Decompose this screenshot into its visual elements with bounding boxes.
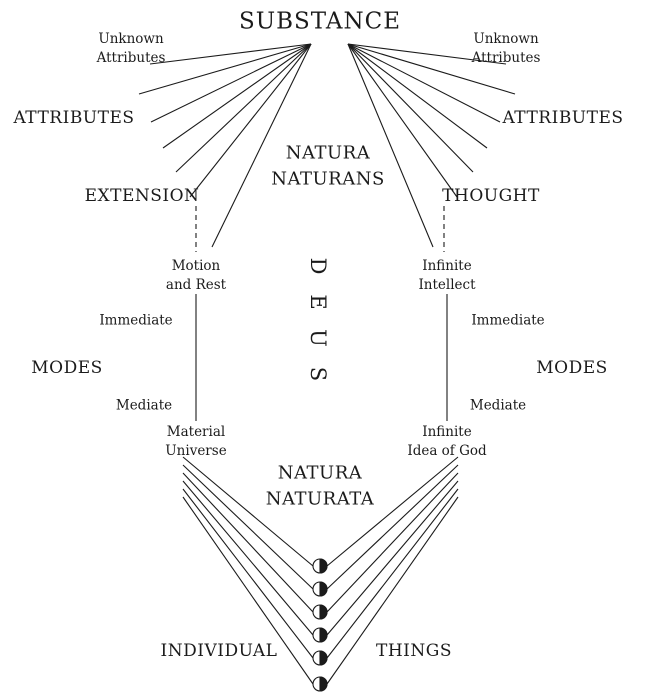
natura-naturans-line1: NATURA xyxy=(285,142,371,164)
natura-naturata-line1: NATURA xyxy=(277,462,363,484)
unknown-attributes-right-label: Unknown Attributes xyxy=(472,30,541,68)
fan-line xyxy=(150,43,312,123)
right-funnel-lines xyxy=(326,456,459,685)
motion-and-rest-line2: and Rest xyxy=(165,277,227,293)
deus-letter-d: D xyxy=(306,257,330,275)
motion-and-rest-line1: Motion xyxy=(171,257,221,274)
infinite-intellect-line1: Infinite xyxy=(422,257,472,274)
infinite-intellect-line2: Intellect xyxy=(418,277,476,293)
natura-naturata-line2: NATURATA xyxy=(265,488,375,509)
right-fan-lines xyxy=(347,43,516,248)
funnel-line xyxy=(326,488,459,659)
half-filled-circle xyxy=(312,581,328,597)
fan-line xyxy=(138,43,312,95)
material-universe-label: Material Universe xyxy=(165,423,226,461)
modes-left-label: MODES xyxy=(31,357,103,378)
natura-naturans-label: NATURA NATURANS xyxy=(271,140,385,191)
half-filled-circle xyxy=(312,650,328,666)
funnel-line xyxy=(182,496,314,685)
unknown-attributes-left-label: Unknown Attributes xyxy=(97,30,166,68)
substance-label: SUBSTANCE xyxy=(238,8,402,35)
immediate-left-label: Immediate xyxy=(99,312,173,329)
fan-line xyxy=(347,43,516,95)
fan-line xyxy=(347,43,501,123)
funnel-line xyxy=(182,472,314,613)
deus-letter-u: U xyxy=(306,329,330,347)
individual-label: INDIVIDUAL xyxy=(160,640,278,661)
fan-line xyxy=(347,43,488,149)
fan-line xyxy=(211,43,312,248)
material-universe-line1: Material xyxy=(166,423,226,440)
funnel-line xyxy=(182,488,314,659)
fan-line xyxy=(347,43,458,198)
infinite-idea-of-god-label: Infinite Idea of God xyxy=(407,423,486,461)
funnel-line xyxy=(326,472,459,613)
fan-line xyxy=(347,43,434,248)
funnel-line xyxy=(326,464,459,590)
immediate-right-label: Immediate xyxy=(471,312,545,329)
mediate-right-label: Mediate xyxy=(469,397,527,414)
funnel-line xyxy=(326,480,459,636)
unknown-attributes-line2: Attributes xyxy=(96,50,166,66)
individual-things-nodes xyxy=(312,558,328,692)
attributes-right-label: ATTRIBUTES xyxy=(502,107,624,128)
thought-label: THOUGHT xyxy=(442,185,540,206)
half-filled-circle xyxy=(312,558,328,574)
fan-line xyxy=(162,43,312,149)
fan-line xyxy=(149,43,312,65)
mediate-left-label: Mediate xyxy=(115,397,173,414)
half-filled-circle xyxy=(312,604,328,620)
deus-letter-e: E xyxy=(306,294,330,310)
infinite-idea-line2: Idea of God xyxy=(407,443,487,459)
fan-line xyxy=(347,43,474,173)
funnel-line xyxy=(182,464,314,590)
left-fan-lines xyxy=(138,43,312,248)
funnel-line xyxy=(182,456,314,567)
modes-right-label: MODES xyxy=(536,357,608,378)
deus-letter-s: S xyxy=(306,366,330,382)
unknown-attributes-line1: Unknown xyxy=(98,30,164,47)
things-label: THINGS xyxy=(376,640,452,661)
left-funnel-lines xyxy=(182,456,314,685)
infinite-idea-line1: Infinite xyxy=(422,423,472,440)
infinite-intellect-label: Infinite Intellect xyxy=(418,257,475,295)
fan-line xyxy=(175,43,312,173)
extension-label: EXTENSION xyxy=(84,185,200,206)
unknown-attributes-line1: Unknown xyxy=(473,30,539,47)
half-filled-circle xyxy=(312,627,328,643)
half-filled-circle xyxy=(312,676,328,692)
fan-line xyxy=(189,43,312,198)
material-universe-line2: Universe xyxy=(165,443,227,459)
funnel-line xyxy=(326,456,459,567)
motion-and-rest-label: Motion and Rest xyxy=(166,257,226,295)
attributes-left-label: ATTRIBUTES xyxy=(13,107,135,128)
funnel-line xyxy=(326,496,459,685)
fan-line xyxy=(347,43,507,65)
unknown-attributes-line2: Attributes xyxy=(471,50,541,66)
natura-naturans-line2: NATURANS xyxy=(271,168,385,189)
natura-naturata-label: NATURA NATURATA xyxy=(266,460,375,511)
funnel-line xyxy=(182,480,314,636)
